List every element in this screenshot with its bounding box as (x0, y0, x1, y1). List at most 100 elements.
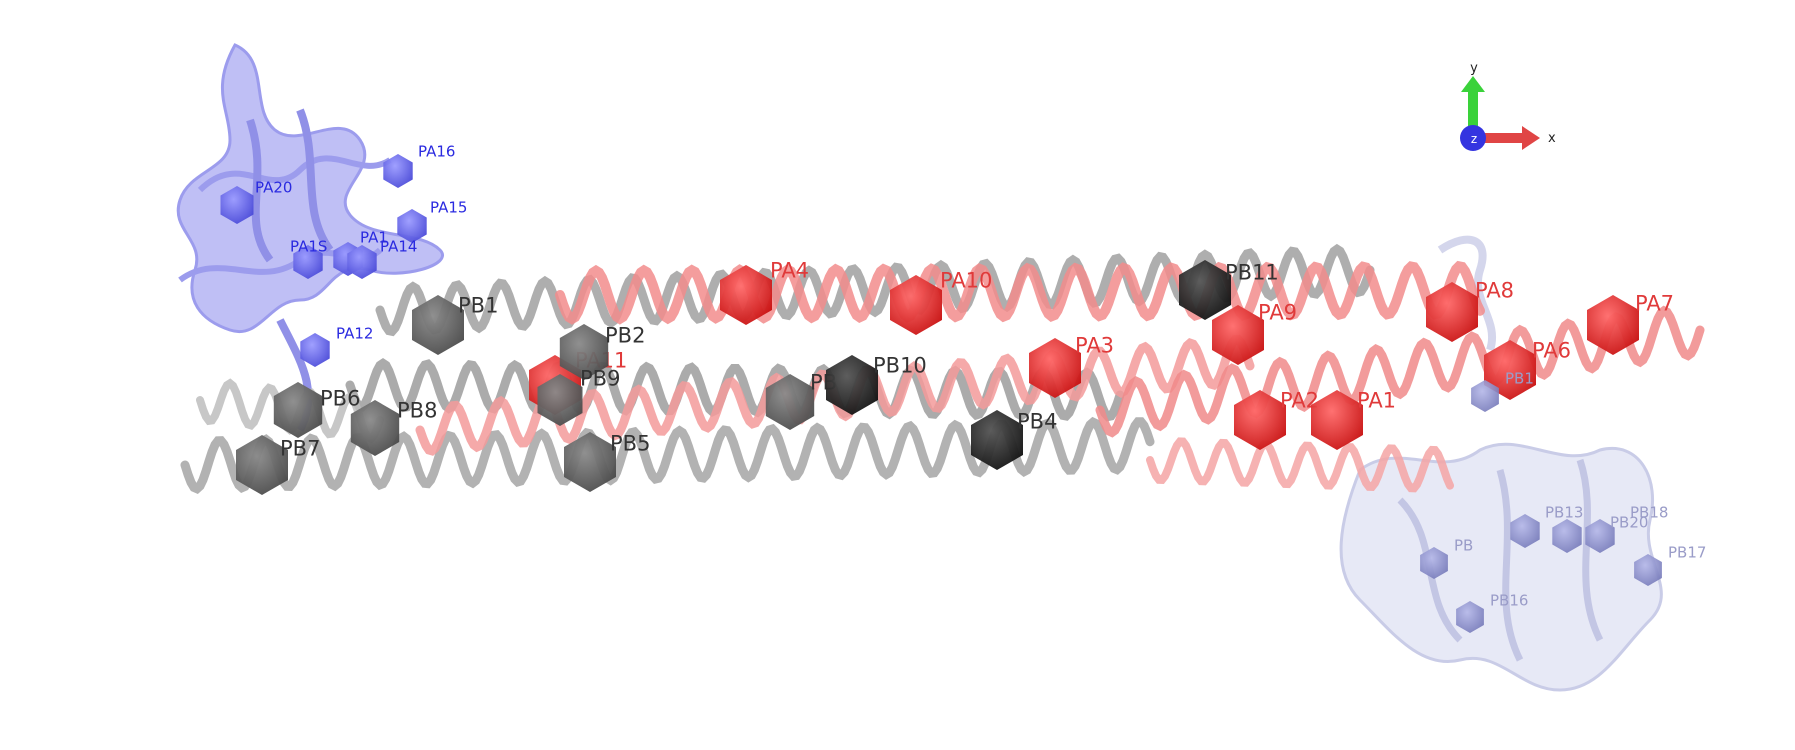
marker-label: PB20 (1610, 513, 1648, 531)
marker-label: PB5 (610, 431, 650, 455)
marker-hexagon-icon (1179, 260, 1231, 320)
site-marker: PA8 (1426, 278, 1514, 342)
marker-hexagon-icon (300, 333, 330, 367)
site-marker: PB17 (1634, 543, 1706, 586)
marker-label: PA7 (1635, 291, 1674, 315)
marker-hexagon-icon (1552, 519, 1582, 553)
marker-label: PB1 (458, 293, 498, 317)
marker-hexagon-icon (1234, 390, 1286, 450)
marker-hexagon-icon (383, 154, 413, 188)
marker-hexagon-icon (1311, 390, 1363, 450)
helix-ribbon (1146, 437, 1454, 493)
site-marker: PA7 (1587, 291, 1674, 355)
marker-hexagon-icon (397, 209, 427, 243)
marker-hexagon-icon (347, 245, 377, 279)
marker-hexagon-icon (350, 400, 400, 456)
marker-label: PA1S (290, 237, 327, 255)
site-marker: PB2 (559, 323, 645, 380)
marker-label: PB11 (1225, 260, 1279, 284)
marker-label: PA1 (1357, 388, 1396, 412)
site-marker: PA16 (383, 142, 455, 188)
site-marker: PA4 (720, 258, 809, 325)
y-axis-arrow-icon (1461, 76, 1485, 92)
site-marker: PB18 (1552, 503, 1668, 553)
marker-hexagon-icon (1587, 295, 1639, 355)
marker-label: PA9 (1258, 300, 1297, 324)
marker-label: PA20 (255, 178, 292, 196)
marker-label: PB7 (280, 436, 320, 460)
x-axis-arrow-icon (1522, 126, 1540, 150)
site-marker: PB7 (236, 435, 320, 495)
marker-label: PA12 (336, 324, 373, 342)
site-marker: PA10 (890, 268, 992, 335)
marker-label: PA15 (430, 198, 467, 216)
site-markers: PA4PA10PA11PA3PA9PA8PA7PA6PA2PA1PB1PB2PB… (220, 142, 1706, 633)
marker-label: PB16 (1490, 591, 1528, 609)
site-marker: PA3 (1029, 333, 1114, 398)
site-marker: PA6 (1484, 338, 1571, 400)
marker-label: PA16 (418, 142, 455, 160)
marker-label: PA3 (1075, 333, 1114, 357)
marker-label: PA4 (770, 258, 809, 282)
site-marker: PB (1420, 536, 1473, 579)
marker-hexagon-icon (1426, 282, 1478, 342)
axis-triad: y x z (1460, 61, 1556, 151)
site-marker: PA1S (290, 237, 327, 279)
site-marker: PB4 (971, 409, 1057, 470)
marker-hexagon-icon (890, 275, 942, 335)
helix-ribbon (1095, 305, 1705, 438)
site-marker: PA12 (300, 324, 373, 367)
marker-hexagon-icon (1585, 519, 1615, 553)
marker-hexagon-icon (537, 374, 583, 426)
marker-hexagon-icon (273, 382, 323, 438)
marker-hexagon-icon (765, 374, 815, 430)
chain-b-terminal-domain (1339, 235, 1663, 692)
marker-label: PA10 (940, 268, 992, 292)
site-marker: PB9 (537, 366, 620, 426)
marker-hexagon-icon (293, 245, 323, 279)
marker-hexagon-icon (1420, 547, 1448, 579)
marker-label: PB6 (320, 386, 360, 410)
marker-hexagon-icon (826, 355, 878, 415)
marker-label: PB1 (1505, 369, 1534, 387)
marker-hexagon-icon (1510, 514, 1540, 548)
site-marker: PB1 (412, 293, 498, 355)
z-axis-label: z (1471, 132, 1477, 146)
site-marker: PB10 (826, 353, 927, 415)
marker-hexagon-icon (1634, 554, 1662, 586)
marker-hexagon-icon (1484, 340, 1536, 400)
marker-label: PB9 (580, 366, 620, 390)
marker-label: PB18 (1630, 503, 1668, 521)
marker-label: PA6 (1532, 338, 1571, 362)
helix-ribbon (375, 243, 1375, 337)
marker-label: PB8 (397, 398, 437, 422)
site-marker: PB6 (273, 382, 360, 438)
site-marker: PB20 (1585, 513, 1648, 553)
x-axis-label: x (1548, 131, 1556, 146)
marker-label: PA14 (380, 237, 417, 255)
marker-hexagon-icon (1471, 380, 1499, 412)
site-marker: PB13 (1510, 503, 1583, 548)
marker-label: PB4 (1017, 409, 1057, 433)
site-marker: PA15 (397, 198, 467, 243)
site-marker: PA20 (220, 178, 292, 224)
marker-hexagon-icon (720, 265, 772, 325)
site-marker: PA2 (1234, 388, 1319, 450)
marker-label: PB10 (873, 353, 927, 377)
y-axis-label: y (1470, 61, 1478, 76)
site-marker: PA14 (347, 237, 417, 279)
marker-hexagon-icon (220, 186, 254, 224)
marker-hexagon-icon (1456, 601, 1484, 633)
marker-hexagon-icon (1029, 338, 1081, 398)
marker-label: PA8 (1475, 278, 1514, 302)
site-marker: PB1 (1471, 369, 1534, 412)
marker-hexagon-icon (1212, 305, 1264, 365)
marker-label: PA1 (360, 228, 388, 246)
marker-hexagon-icon (559, 324, 609, 380)
marker-label: PB17 (1668, 543, 1706, 561)
marker-label: PB13 (1545, 503, 1583, 521)
z-axis-sphere-icon (1460, 125, 1486, 151)
site-marker: PA9 (1212, 300, 1297, 365)
marker-label: PB (1454, 536, 1473, 554)
